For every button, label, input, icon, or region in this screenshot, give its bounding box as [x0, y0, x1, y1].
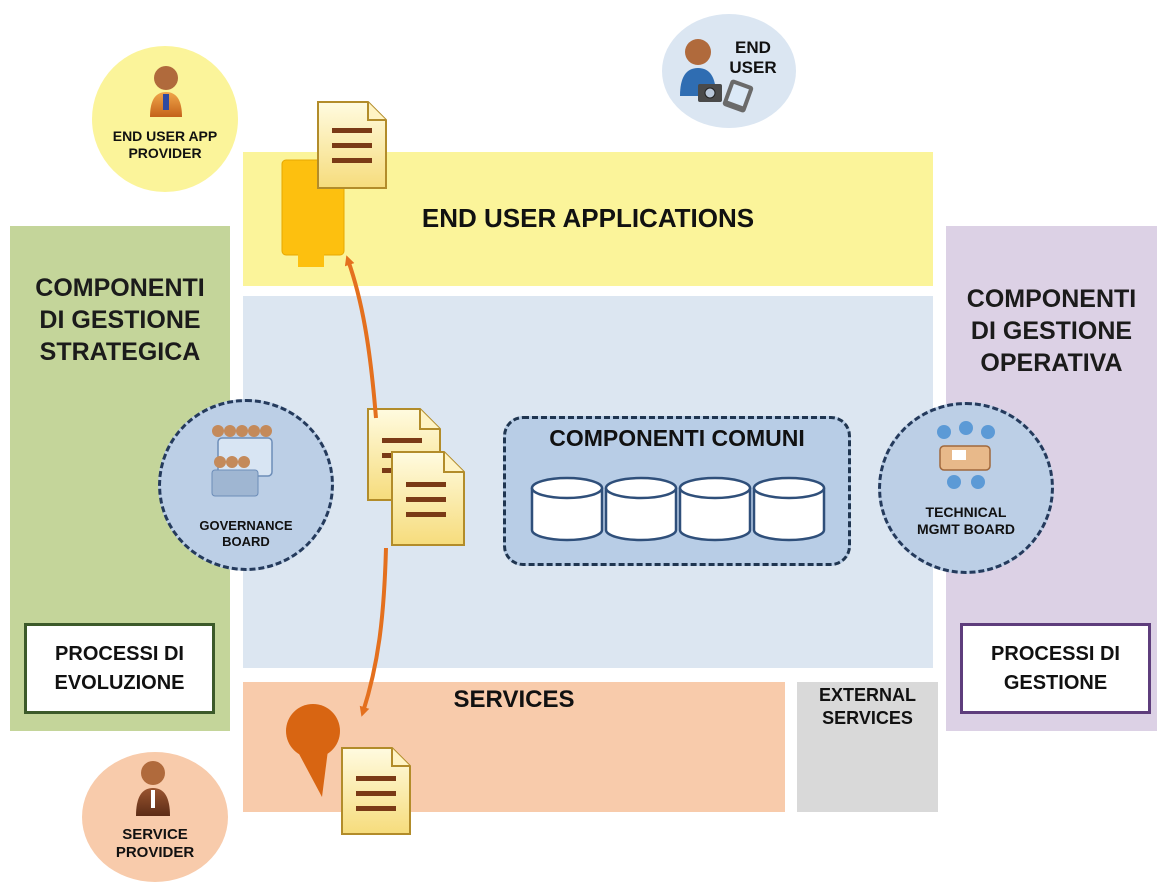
document-icon [391, 451, 465, 546]
database-icon [678, 476, 752, 542]
arrow-down [359, 547, 388, 717]
external-services-band [797, 682, 938, 812]
person-icon [150, 66, 182, 117]
governance-board-label: GOVERNANCE BOARD [199, 518, 293, 549]
end-user-label: END USER [729, 38, 777, 78]
componenti-strategica-label: COMPONENTI DI GESTIONE STRATEGICA [35, 274, 205, 366]
document-icon [317, 101, 387, 189]
person-icon [136, 761, 170, 816]
meeting-icon [937, 421, 995, 489]
database-icon [530, 476, 604, 542]
external-services-label: EXTERNAL SERVICES [818, 685, 916, 729]
componenti-comuni-label: COMPONENTI COMUNI [549, 425, 805, 451]
database-icon [752, 476, 826, 542]
end-user-circle [662, 14, 796, 128]
end-user-app-provider-label: END USER APP PROVIDER [112, 128, 218, 161]
services-label: SERVICES [453, 686, 575, 713]
document-icon [341, 747, 411, 835]
componenti-operativa-label: COMPONENTI DI GESTIONE OPERATIVA [966, 285, 1137, 377]
database-icon [604, 476, 678, 542]
meeting-icon [211, 425, 273, 497]
end-user-applications-label: END USER APPLICATIONS [421, 203, 755, 233]
service-provider-label: SERVICE PROVIDER [115, 826, 195, 861]
map-marker-icon [286, 704, 340, 797]
technical-board-label: TECHNICAL MGMT BOARD [917, 504, 1015, 537]
phone-icon [722, 79, 754, 113]
arrow-up [344, 255, 378, 419]
camera-icon [698, 84, 722, 102]
